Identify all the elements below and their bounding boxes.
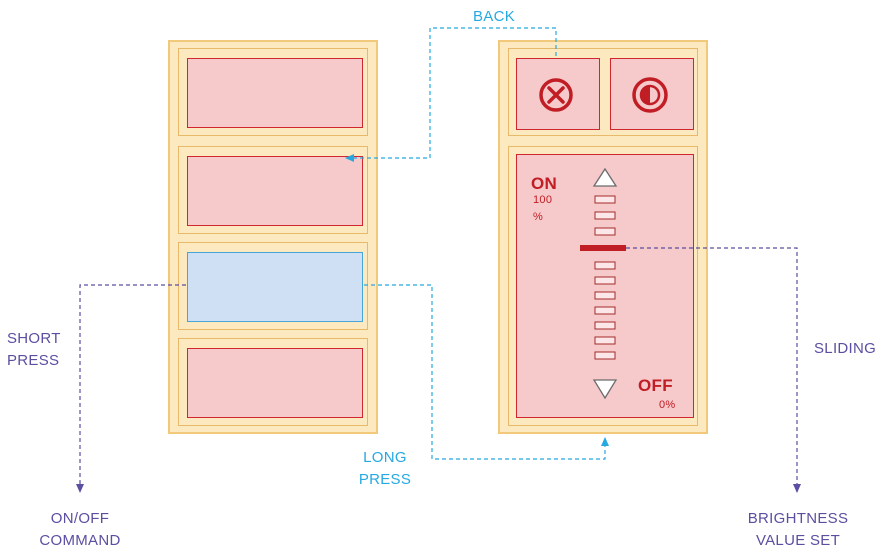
back-label: BACK: [473, 8, 516, 25]
slider-tick: [594, 291, 616, 300]
on-value: 100: [533, 194, 553, 206]
slider-ticks: [594, 195, 616, 360]
short-press-arrow: [76, 284, 186, 493]
slider-tick: [594, 195, 616, 204]
button-1-frame: [178, 48, 368, 136]
on-unit: %: [533, 211, 544, 223]
slider-tick: [594, 351, 616, 360]
slider-tick: [594, 276, 616, 285]
button-2[interactable]: [187, 156, 363, 226]
right-panel: [498, 40, 708, 434]
off-value: 0%: [659, 399, 676, 411]
long-press-arrow: [364, 284, 609, 460]
off-label: OFF: [638, 376, 673, 395]
half-contrast-icon: [632, 77, 668, 113]
contrast-button[interactable]: [610, 58, 694, 130]
button-4[interactable]: [187, 348, 363, 418]
button-3-frame: [178, 242, 368, 330]
slider-tick: [594, 227, 616, 236]
triangle-down-icon[interactable]: [592, 379, 618, 400]
back-arrow: [345, 27, 557, 162]
slider-tick: [594, 336, 616, 345]
slider-tick: [594, 261, 616, 270]
brightness-value-set-line-2: VALUE SET: [755, 532, 841, 549]
left-panel: [168, 40, 378, 434]
slider-tick: [594, 321, 616, 330]
sliding-label: SLIDING: [814, 340, 877, 357]
short-press-line-2: PRESS: [7, 352, 60, 369]
button-3-selected[interactable]: [187, 252, 363, 322]
on-off-command-line-2: COMMAND: [39, 532, 121, 549]
triangle-up-icon[interactable]: [592, 167, 618, 187]
short-press-line-1: SHORT: [7, 330, 61, 347]
long-press-line-1: LONG: [363, 449, 407, 466]
long-press-label: LONG PRESS: [350, 447, 420, 491]
slider-tick: [594, 306, 616, 315]
slider-tick: [594, 211, 616, 220]
on-label: ON: [531, 174, 558, 193]
sliding-arrow: [626, 247, 801, 493]
button-1[interactable]: [187, 58, 363, 128]
button-2-frame: [178, 146, 368, 234]
button-4-frame: [178, 338, 368, 426]
short-press-label: SHORT PRESS: [7, 328, 61, 372]
on-off-command-label: ON/OFF COMMAND: [20, 508, 140, 552]
on-off-command-line-1: ON/OFF: [50, 510, 110, 527]
close-circle-icon: [539, 78, 573, 112]
brightness-value-set-label: BRIGHTNESS VALUE SET: [733, 508, 863, 552]
brightness-value-set-line-1: BRIGHTNESS: [747, 510, 849, 527]
long-press-line-2: PRESS: [358, 471, 412, 488]
slider-thumb[interactable]: [580, 245, 626, 251]
